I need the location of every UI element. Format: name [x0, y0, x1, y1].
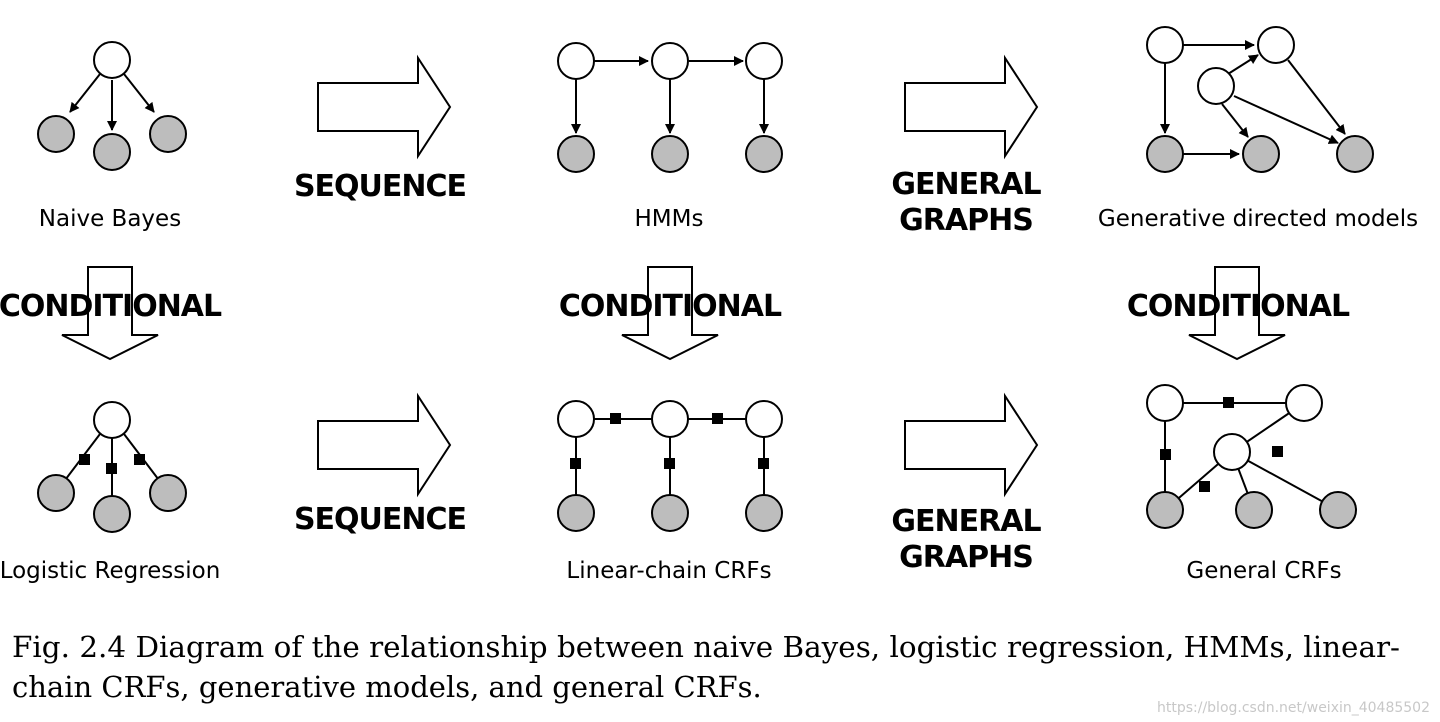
factor-node — [1199, 481, 1210, 492]
factor-node — [79, 454, 90, 465]
conditional-label-right: CONDITIONAL — [1127, 289, 1350, 324]
general-crf-graph — [1146, 384, 1357, 529]
factor-node — [134, 454, 145, 465]
conditional-label-center: CONDITIONAL — [559, 289, 782, 324]
observed-node — [745, 135, 783, 173]
general-crfs-label: General CRFs — [1186, 558, 1341, 584]
hidden-node — [1197, 67, 1235, 105]
observed-node — [149, 474, 187, 512]
caption-line-1: Fig. 2.4 Diagram of the relationship bet… — [12, 630, 1400, 664]
conditional-arrow-left — [61, 266, 159, 361]
sequence-label-bottom: SEQUENCE — [294, 502, 466, 537]
sequence-arrow-bottom — [317, 392, 452, 498]
factor-node — [712, 413, 723, 424]
general-graphs-label-bottom-line2: GRAPHS — [899, 540, 1033, 575]
observed-node — [1242, 135, 1280, 173]
hidden-node — [93, 41, 131, 79]
watermark: https://blog.csdn.net/weixin_40485502 — [1157, 700, 1430, 716]
hidden-node — [651, 42, 689, 80]
observed-node — [557, 135, 595, 173]
sequence-arrow-top — [317, 54, 452, 160]
hidden-node — [745, 42, 783, 80]
observed-node — [1235, 491, 1273, 529]
observed-node — [745, 494, 783, 532]
generative-directed-label: Generative directed models — [1098, 206, 1418, 232]
hidden-node — [1146, 384, 1184, 422]
hidden-node — [1146, 26, 1184, 64]
observed-node — [557, 494, 595, 532]
hidden-node — [557, 400, 595, 438]
general-graphs-arrow-top — [904, 54, 1039, 160]
caption-line-2: chain CRFs, generative models, and gener… — [12, 670, 762, 704]
naive-bayes-label: Naive Bayes — [39, 206, 181, 232]
factor-node — [1272, 446, 1283, 457]
hidden-node — [557, 42, 595, 80]
hidden-node — [1257, 26, 1295, 64]
general-graphs-arrow-bottom — [904, 392, 1039, 498]
factor-node — [570, 458, 581, 469]
hidden-node — [745, 400, 783, 438]
observed-node — [93, 133, 131, 171]
observed-node — [1146, 135, 1184, 173]
factor-node — [758, 458, 769, 469]
conditional-arrow-center — [621, 266, 719, 361]
factor-node — [610, 413, 621, 424]
generative-directed-graph — [1146, 26, 1374, 173]
sequence-label-top: SEQUENCE — [294, 169, 466, 204]
linear-chain-crf-graph — [557, 400, 783, 532]
factor-node — [1223, 397, 1234, 408]
hidden-node — [1213, 433, 1251, 471]
observed-node — [1146, 491, 1184, 529]
hmm-graph — [557, 42, 783, 173]
observed-node — [37, 474, 75, 512]
naive-bayes-graph — [37, 41, 187, 171]
general-graphs-label-bottom-line1: GENERAL — [891, 504, 1041, 539]
observed-node — [651, 494, 689, 532]
observed-node — [93, 495, 131, 533]
conditional-arrow-right — [1188, 266, 1286, 361]
conditional-label-left: CONDITIONAL — [0, 289, 222, 324]
observed-node — [37, 115, 75, 153]
observed-node — [651, 135, 689, 173]
general-graphs-label-top-line1: GENERAL — [891, 167, 1041, 202]
general-graphs-label-top-line2: GRAPHS — [899, 203, 1033, 238]
factor-node — [664, 458, 675, 469]
observed-node — [1319, 491, 1357, 529]
hidden-node — [93, 401, 131, 439]
hmms-label: HMMs — [635, 206, 704, 232]
observed-node — [1336, 135, 1374, 173]
hidden-node — [1285, 384, 1323, 422]
factor-node — [1160, 449, 1171, 460]
logistic-regression-label: Logistic Regression — [0, 558, 220, 584]
hidden-node — [651, 400, 689, 438]
observed-node — [149, 115, 187, 153]
factor-node — [106, 463, 117, 474]
linear-chain-crfs-label: Linear-chain CRFs — [566, 558, 771, 584]
logistic-regression-graph — [37, 401, 187, 533]
